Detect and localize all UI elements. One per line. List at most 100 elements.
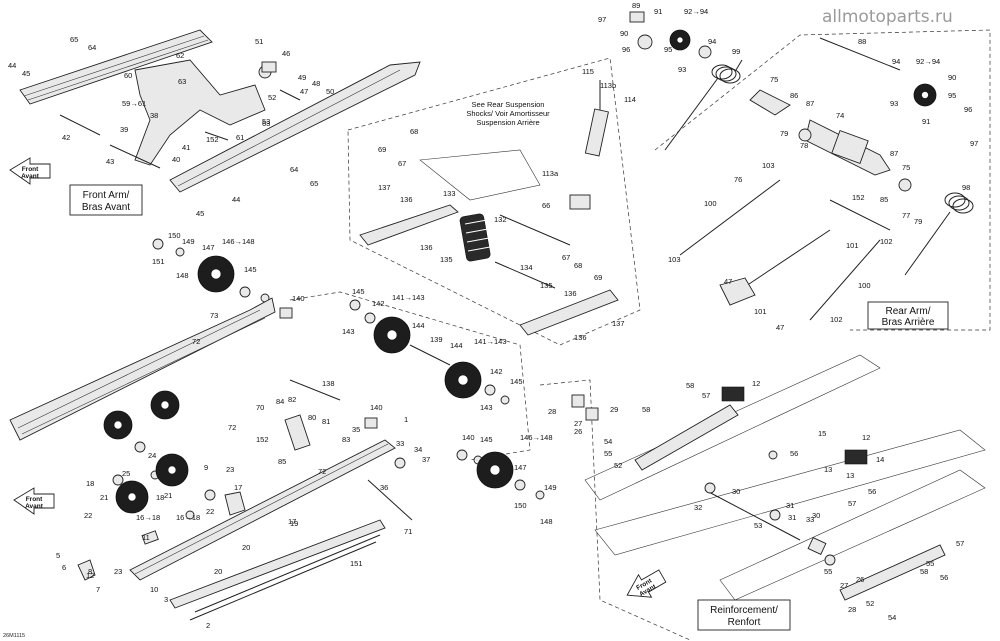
part-number-label: 6 [62,563,66,572]
main-slide-rails [129,379,413,621]
rear-arm-label-fr: Bras Arrière [882,317,935,328]
svg-text:Front: Front [26,496,43,503]
shock-group-shaft-upper [499,214,571,246]
wheel-group-outline [289,291,531,461]
part-number-label: 54 [888,613,896,622]
part-number-label: 73 [210,311,218,320]
part-number-label: 76 [734,175,742,184]
part-number-label: 60 [124,71,132,80]
part-number-label: 86 [790,91,798,100]
part-number-label: 57 [956,539,964,548]
slide-rail-right [169,519,386,609]
part-number-label: 78 [800,141,808,150]
part-number-label: 94 [708,37,716,46]
part-number-label: 58 [920,567,928,576]
front-arm-label: Front Arm/ [83,190,130,201]
part-number-label: 11 [142,533,150,542]
part-number-label: 45 [196,209,204,218]
part-number-label: 63 [178,77,186,86]
part-number-label: 135 [440,255,453,264]
part-number-label: 137 [612,319,625,328]
part-number-label: 115 [582,67,594,76]
part-number-label: 56 [790,449,798,458]
part-number-label: 54 [604,437,612,446]
part-number-label: 97 [970,139,978,148]
part-number-label: 26 [574,427,582,436]
part-number-label: 67 [562,253,570,262]
reinforcement-bracket-upper [721,386,745,402]
upper-left-slide-rail [9,297,276,441]
part-number-label: 47 [300,87,308,96]
rear-arm-link-rod-1 [679,179,781,256]
part-number-label: 142 [490,367,503,376]
reinforcement-plate-lower [839,544,946,601]
part-number-label: 75 [902,163,910,172]
part-number-label: 2 [206,621,210,630]
part-number-label: 50 [326,87,334,96]
part-number-label: 22 [84,511,92,520]
part-number-label: 63 [262,119,270,128]
rear-arm-label-box: Rear Arm/ Bras Arrière [867,301,949,330]
part-number-label: 36 [380,483,388,492]
part-number-label: 53 [262,117,270,126]
part-number-label: 44 [8,61,16,70]
part-number-label: 100 [858,281,871,290]
part-number-label: 31 [788,513,796,522]
part-number-label: 55 [824,567,832,576]
part-number-label: 59→61 [122,99,146,108]
part-number-label: 74 [836,111,844,120]
part-number-label: 135 [540,281,553,290]
part-number-label: 37 [422,455,430,464]
part-number-label: 52 [268,93,276,102]
part-number-label: 89 [632,1,640,10]
part-number-label: 57 [848,499,856,508]
part-number-label: 134 [520,263,533,272]
part-number-label: 30 [812,511,820,520]
svg-text:Front: Front [22,166,39,173]
part-number-label: 30 [732,487,740,496]
part-number-label: 27 [840,581,848,590]
part-number-label: 144 [412,321,425,330]
part-number-label: 95 [948,91,956,100]
part-number-label: 20 [242,543,250,552]
part-number-label: 84 [276,397,284,406]
wheel-stack-lower-center [456,449,545,500]
part-number-label: 145 [244,265,257,274]
part-number-label: 114 [624,95,636,104]
torsion-spring-right [904,192,974,276]
part-number-label: 68 [410,127,418,136]
part-number-label: 75 [770,75,778,84]
part-number-label: 101 [846,241,859,250]
reinforcement-rail-ghost-1 [584,354,881,501]
part-number-label: 98 [962,183,970,192]
part-number-label: 55 [926,559,934,568]
part-number-label: 147 [514,463,527,472]
part-number-label: 53 [754,521,762,530]
wheel-stack-lower-left [77,441,246,581]
part-number-label: 5 [56,551,60,560]
rear-arm-group-outline [654,29,991,331]
part-number-label: 41 [182,143,190,152]
part-number-label: 47 [724,277,732,286]
part-number-label: 18 [156,493,164,502]
part-number-label: 67 [398,159,406,168]
shock-group-front-arm [359,204,459,246]
part-number-label: 152 [206,135,219,144]
center-shock-spring [459,213,491,262]
part-number-label: 14 [876,455,884,464]
part-number-label: 72 [318,467,326,476]
cross-shaft-138 [289,379,341,401]
part-number-label: 12 [752,379,760,388]
part-number-label: 92→94 [684,7,708,16]
reinforcement-shaft [704,489,801,541]
part-number-label: 85 [278,457,286,466]
part-number-label: 79 [780,129,788,138]
part-number-label: 25 [122,469,130,478]
part-number-label: 136 [400,195,413,204]
part-number-label: 64 [88,43,96,52]
part-number-callouts: 6564444542436059→61383941406263514649485… [8,1,978,630]
part-number-label: 19 [290,519,298,528]
part-number-label: 141→143 [474,337,507,346]
part-number-label: 52 [866,599,874,608]
